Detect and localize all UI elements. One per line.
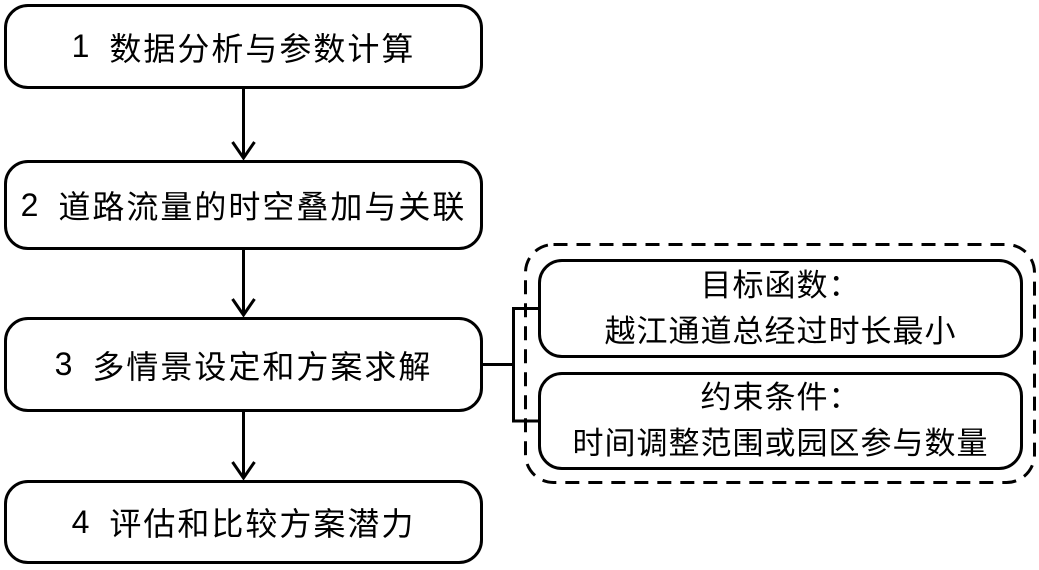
step-title: 评估和比较方案潜力: [109, 506, 416, 542]
step-title: 道路流量的时空叠加与关联: [58, 189, 467, 225]
step-box-3: 3 多情景设定和方案求解: [4, 317, 483, 412]
objective-detail: 越江通道总经过时长最小: [604, 313, 957, 349]
step-number: 1: [71, 28, 90, 64]
constraints-heading: 约束条件：: [700, 380, 861, 415]
arrow-head-icon: [231, 298, 256, 318]
arrow-step1-step2: [231, 88, 256, 161]
arrow-head-icon: [231, 141, 256, 161]
arrow-step2-step3: [231, 250, 256, 318]
step-box-2: 2 道路流量的时空叠加与关联: [4, 160, 483, 250]
arrow-head-icon: [231, 461, 256, 481]
objective-box: 目标函数： 越江通道总经过时长最小: [538, 259, 1023, 358]
step-number: 2: [20, 186, 39, 223]
step-title: 数据分析与参数计算: [109, 30, 416, 67]
step-box-1: 1 数据分析与参数计算: [4, 4, 483, 89]
step-number: 4: [71, 503, 90, 540]
constraints-detail: 时间调整范围或园区参与数量: [572, 426, 989, 461]
constraints-box: 约束条件： 时间调整范围或园区参与数量: [538, 372, 1023, 470]
step-title: 多情景设定和方案求解: [92, 348, 433, 385]
step-box-4: 4 评估和比较方案潜力: [4, 480, 483, 564]
arrow-step3-step4: [231, 412, 256, 481]
bracket-connector: [512, 307, 539, 423]
objective-heading: 目标函数：: [700, 267, 861, 303]
step-number: 3: [54, 346, 73, 382]
